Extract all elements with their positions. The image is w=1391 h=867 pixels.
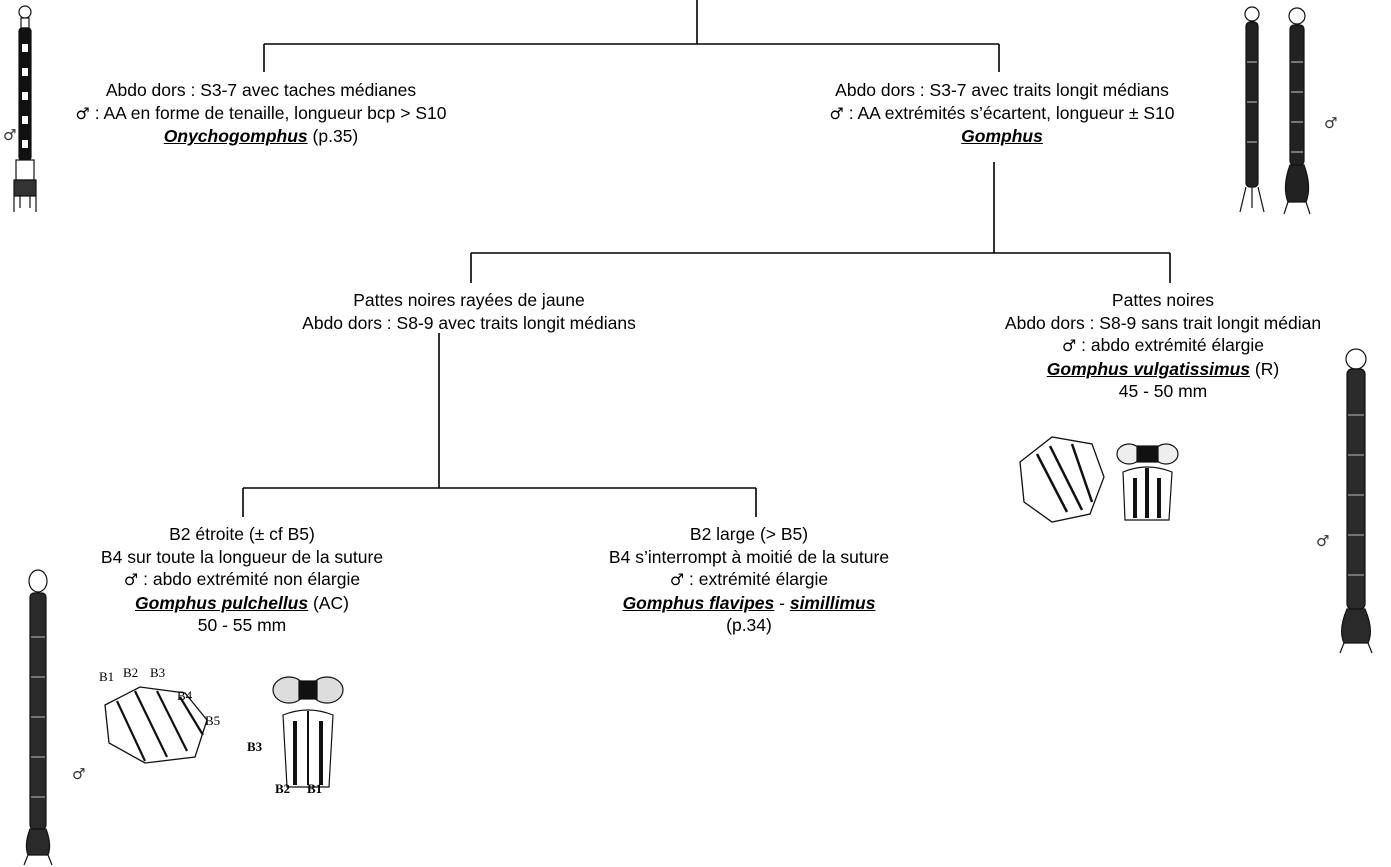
male-symbol: ♂	[1061, 336, 1077, 355]
striped-legs-node: Pattes noires rayées de jaune Abdo dors …	[302, 289, 636, 334]
flavipes-node: B2 large (> B5) B4 s’interrompt à moitié…	[609, 523, 889, 637]
gomphus-line2: : AA extrémités s’écartent, longueur ± S…	[843, 102, 1175, 123]
flavipes-line1: B2 large (> B5)	[689, 524, 809, 544]
striped-line1: Pattes noires rayées de jaune	[353, 290, 585, 310]
pulchellus-size: 50 - 55 mm	[197, 615, 287, 635]
onychogomphus-line1: Abdo dors : S3-7 avec taches médianes	[105, 80, 417, 100]
male-symbol: ♂	[123, 570, 139, 589]
black-line2: Abdo dors : S8-9 sans trait longit média…	[1004, 312, 1322, 333]
male-symbol: ♂	[669, 570, 685, 589]
pulchellus-status: (AC)	[308, 592, 349, 613]
connector-striped	[242, 333, 757, 517]
pulchellus-species: Gomphus pulchellus	[135, 592, 309, 613]
black-legs-node: Pattes noires Abdo dors : S8-9 sans trai…	[1005, 289, 1321, 403]
label-b3: B3	[150, 665, 165, 680]
connector-root	[263, 0, 1000, 72]
flavipes-ref: (p.34)	[726, 615, 772, 635]
male-symbol: ♂	[72, 765, 86, 783]
pulchellus-thorax-side-figure: B1 B2 B3 B4 B5	[99, 665, 220, 764]
flavipes-line3: : extrémité élargie	[684, 569, 829, 589]
pulchellus-node: B2 étroite (± cf B5) B4 sur toute la lon…	[101, 523, 383, 637]
male-symbol: ♂	[829, 103, 844, 123]
onychogomphus-ref: (p.35)	[307, 126, 359, 146]
striped-line2: Abdo dors : S8-9 avec traits longit médi…	[302, 312, 636, 333]
label-b2: B2	[275, 781, 290, 796]
pulchellus-thorax-dorsal-figure: B3 B2 B1	[247, 676, 344, 796]
black-line1: Pattes noires	[1111, 290, 1215, 310]
label-b5: B5	[205, 713, 220, 728]
gomphus-line1: Abdo dors : S3-7 avec traits longit médi…	[835, 80, 1169, 100]
male-symbol: ♂	[1324, 114, 1338, 132]
onychogomphus-line2: : AA en forme de tenaille, longueur bcp …	[89, 102, 447, 123]
gomphus-genus: Gomphus	[961, 126, 1043, 146]
label-b3: B3	[247, 739, 263, 754]
male-symbol: ♂	[75, 103, 90, 123]
label-b2: B2	[123, 665, 138, 680]
vulgatissimus-species: Gomphus vulgatissimus	[1046, 358, 1251, 379]
vulgatissimus-size: 45 - 50 mm	[1118, 381, 1208, 401]
onychogomphus-abdomen-figure	[13, 5, 37, 212]
vulgatissimus-abdomen-figure	[1339, 348, 1373, 654]
onychogomphus-genus: Onychogomphus	[163, 126, 308, 146]
flavipes-line2: B4 s’interrompt à moitié de la suture	[608, 546, 890, 567]
male-symbol: ♂	[1316, 532, 1330, 550]
flavipes-species2: simillimus	[789, 592, 876, 613]
flavipes-species1: Gomphus flavipes	[622, 592, 775, 613]
vulgatissimus-thorax-side-figure	[1019, 436, 1105, 523]
label-b1: B1	[99, 669, 114, 684]
label-b4: B4	[177, 688, 193, 703]
vulgatissimus-status: (R)	[1250, 358, 1280, 379]
pulchellus-line3: : abdo extrémité non élargie	[138, 569, 361, 589]
pulchellus-abdomen-figure	[23, 569, 53, 866]
vulgatissimus-thorax-dorsal-figure	[1116, 443, 1179, 521]
black-line3: : abdo extrémité élargie	[1076, 335, 1265, 355]
male-symbol: ♂	[3, 126, 17, 144]
pulchellus-line1: B2 étroite (± cf B5)	[169, 524, 315, 544]
onychogomphus-node: Abdo dors : S3-7 avec taches médianes ♂ …	[76, 79, 447, 148]
label-b1: B1	[307, 781, 322, 796]
flavipes-sep: -	[774, 592, 790, 613]
connector-gomphus	[470, 162, 1171, 283]
pulchellus-line2: B4 sur toute la longueur de la suture	[100, 546, 384, 567]
gomphus-abdomen-figure	[1239, 6, 1311, 215]
gomphus-node: Abdo dors : S3-7 avec traits longit médi…	[830, 79, 1175, 148]
